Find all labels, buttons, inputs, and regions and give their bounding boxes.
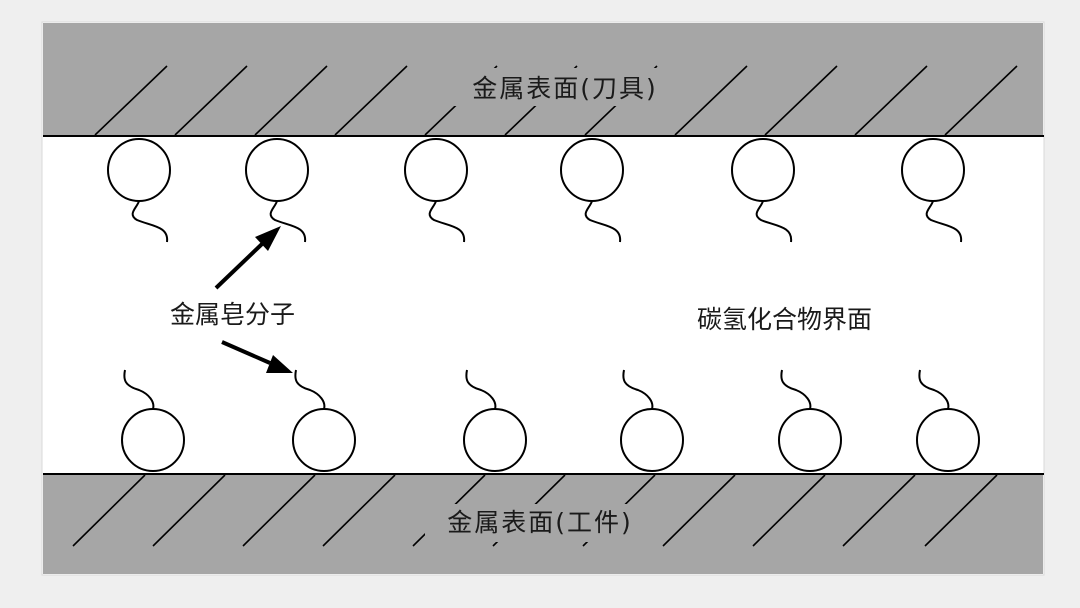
hatch-line [242, 474, 316, 547]
hatch-line [764, 65, 838, 136]
hatch-line [322, 474, 396, 547]
hatch-line [174, 65, 248, 136]
molecule-head [620, 408, 684, 472]
top-metal-surface: 金属表面(刀具) [43, 23, 1044, 137]
molecule-head [292, 408, 356, 472]
molecule-head [778, 408, 842, 472]
hatch-line [254, 65, 328, 136]
top-soap-molecules [107, 138, 965, 243]
molecule-head [121, 408, 185, 472]
molecule-tail [131, 200, 169, 243]
molecule-tail [123, 369, 155, 410]
molecule-tail [428, 200, 466, 243]
hydrocarbon-interface-label: 碳氢化合物界面 [697, 305, 872, 334]
hatch-line [72, 474, 146, 547]
molecule-head [901, 138, 965, 202]
hatch-line [854, 65, 928, 136]
soap-molecule-label: 金属皂分子 [170, 300, 295, 329]
molecule-head [916, 408, 980, 472]
hatch-line [152, 474, 226, 547]
bottom-metal-surface: 金属表面(工件) [43, 473, 1044, 574]
molecule-head [245, 138, 309, 202]
bottom-soap-molecules [121, 369, 980, 472]
molecule-tail [269, 200, 307, 243]
molecule-tail [755, 200, 793, 243]
arrow-lower-shaft [221, 340, 271, 365]
molecule-tail [584, 200, 622, 243]
top-label-backdrop [445, 68, 685, 106]
molecule-tail [294, 369, 326, 410]
hatch-line [334, 65, 408, 136]
molecule-tail [780, 369, 812, 410]
top-surface-label: 金属表面(刀具) [472, 74, 658, 103]
arrow-upper-head [255, 226, 281, 251]
molecule-tail [925, 200, 963, 243]
molecule-head [463, 408, 527, 472]
hatch-line [662, 474, 736, 547]
hatch-line [94, 65, 168, 136]
molecule-head [731, 138, 795, 202]
hatch-line [842, 474, 916, 547]
hatch-line [944, 65, 1018, 136]
bottom-surface-label: 金属表面(工件) [447, 508, 633, 537]
hatch-line [924, 474, 998, 547]
molecule-tail [918, 369, 950, 410]
hatch-line [674, 65, 748, 136]
hatch-line [752, 474, 826, 547]
molecule-head [560, 138, 624, 202]
arrow-upper-shaft [214, 242, 264, 290]
molecule-head [107, 138, 171, 202]
arrow-lower-head [266, 355, 293, 373]
bottom-label-backdrop [425, 504, 655, 542]
soap-molecule-arrows [214, 226, 293, 373]
molecule-tail [465, 369, 497, 410]
molecule-head [404, 138, 468, 202]
molecule-tail [622, 369, 654, 410]
